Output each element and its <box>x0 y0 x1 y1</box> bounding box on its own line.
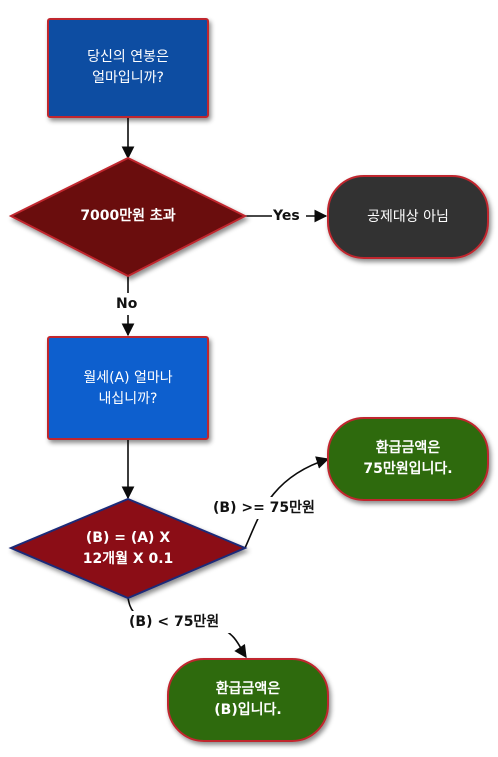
node-calc-decision-line2: 12개월 X 0.1 <box>83 550 174 567</box>
svg-text:(B) >= 75만원: (B) >= 75만원 <box>213 500 315 516</box>
node-rent-question-line1: 월세(A) 얼마나 <box>83 370 172 386</box>
node-refund-b-line1: 환급금액은 <box>216 680 281 697</box>
node-salary-question: 당신의 연봉은 얼마입니까? <box>47 18 209 118</box>
edge-label-no: No <box>114 293 144 315</box>
node-salary-question-shape <box>47 18 209 118</box>
node-over-7000-decision-shape <box>8 156 248 278</box>
node-refund-75-line1: 환급금액은 <box>376 439 441 456</box>
node-rent-question-shape <box>47 336 209 440</box>
node-refund-b: 환급금액은 (B)입니다. <box>167 658 329 742</box>
node-not-eligible-line1: 공제대상 아님 <box>367 209 449 225</box>
svg-text:Yes: Yes <box>272 208 300 224</box>
node-rent-question: 월세(A) 얼마나 내십니까? <box>47 336 209 440</box>
node-calc-decision: (B) = (A) X 12개월 X 0.1 <box>8 497 248 600</box>
edge-label-lt75: (B) < 75만원 <box>126 611 232 633</box>
node-refund-75-line2: 75만원입니다. <box>363 461 452 477</box>
node-refund-75-shape <box>327 417 489 501</box>
node-not-eligible-shape <box>327 175 489 259</box>
node-refund-b-shape <box>167 658 329 742</box>
node-salary-question-line1: 당신의 연봉은 <box>87 49 169 65</box>
node-not-eligible: 공제대상 아님 <box>327 175 489 259</box>
node-refund-b-line2: (B)입니다. <box>214 702 281 718</box>
edge-label-ge75: (B) >= 75만원 <box>210 497 326 519</box>
svg-text:(B) < 75만원: (B) < 75만원 <box>129 614 219 630</box>
node-calc-decision-line1: (B) = (A) X <box>86 530 170 546</box>
node-calc-decision-shape <box>8 497 248 600</box>
edge-label-yes: Yes <box>272 205 306 227</box>
node-over-7000-decision: 7000만원 초과 <box>8 156 248 278</box>
node-over-7000-decision-line1: 7000만원 초과 <box>80 208 175 224</box>
node-rent-question-line2: 내십니까? <box>99 391 158 407</box>
node-salary-question-line2: 얼마입니까? <box>92 70 164 86</box>
node-refund-75: 환급금액은 75만원입니다. <box>327 417 489 501</box>
svg-text:No: No <box>116 296 138 312</box>
